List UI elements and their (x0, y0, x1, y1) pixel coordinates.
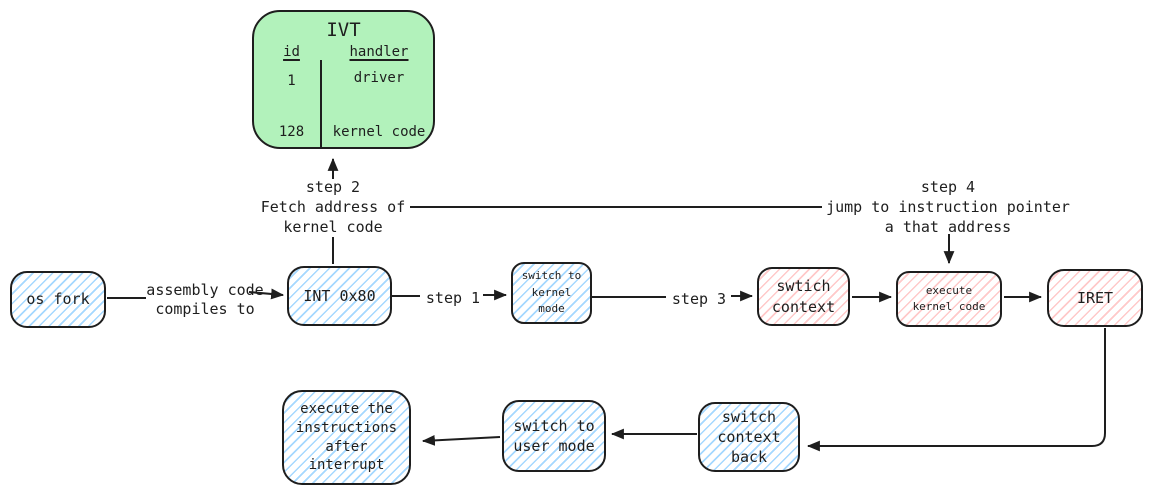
ivt-cell-id-1: 1 (287, 73, 296, 89)
node-os-fork[interactable]: os fork (10, 271, 106, 328)
label-step-4: step 4 jump to instruction pointer a tha… (826, 178, 1070, 236)
node-switch-kernel-mode-label: switch to kernel mode (521, 269, 582, 316)
node-execute-after-interrupt[interactable]: execute the instructions after interrupt (282, 390, 411, 485)
node-int-0x80-label: INT 0x80 (303, 286, 376, 305)
label-step-2: step 2 Fetch address of kernel code (260, 178, 406, 236)
node-int-0x80[interactable]: INT 0x80 (287, 266, 392, 326)
ivt-table[interactable]: IVT id handler 1 driver 128 kernel code (252, 10, 435, 149)
ivt-column-id: id (283, 44, 300, 60)
label-assembly-code: assembly code compiles to (146, 281, 264, 318)
edge-usermode-to-executeafter-arrow (421, 434, 501, 446)
ivt-cell-handler-kernel-code: kernel code (332, 124, 426, 140)
node-swtich-context-label: swtich context (771, 277, 836, 316)
edge-iret-to-contextback-arrow (806, 328, 1106, 452)
ivt-title: IVT (326, 19, 361, 41)
node-switch-kernel-mode[interactable]: switch to kernel mode (511, 262, 592, 324)
node-switch-context-back-label: switch context back (717, 407, 781, 467)
node-switch-user-mode-label: switch to user mode (513, 416, 595, 455)
ivt-cell-id-128: 128 (278, 124, 305, 140)
node-swtich-context[interactable]: swtich context (757, 267, 850, 326)
node-iret-label: IRET (1076, 288, 1114, 307)
node-os-fork-label: os fork (26, 290, 90, 309)
node-execute-kernel-code[interactable]: execute kernel code (896, 271, 1002, 327)
node-switch-user-mode[interactable]: switch to user mode (502, 400, 606, 472)
node-execute-after-interrupt-label: execute the instructions after interrupt (295, 400, 398, 474)
node-execute-kernel-code-label: execute kernel code (912, 283, 986, 314)
label-step-1: step 1 (425, 289, 481, 307)
label-step-3: step 3 (671, 290, 727, 308)
node-switch-context-back[interactable]: switch context back (698, 402, 800, 472)
ivt-column-handler: handler (349, 44, 409, 60)
node-iret[interactable]: IRET (1047, 269, 1143, 327)
ivt-cell-handler-driver: driver (353, 70, 405, 86)
ivt-divider (320, 60, 322, 148)
